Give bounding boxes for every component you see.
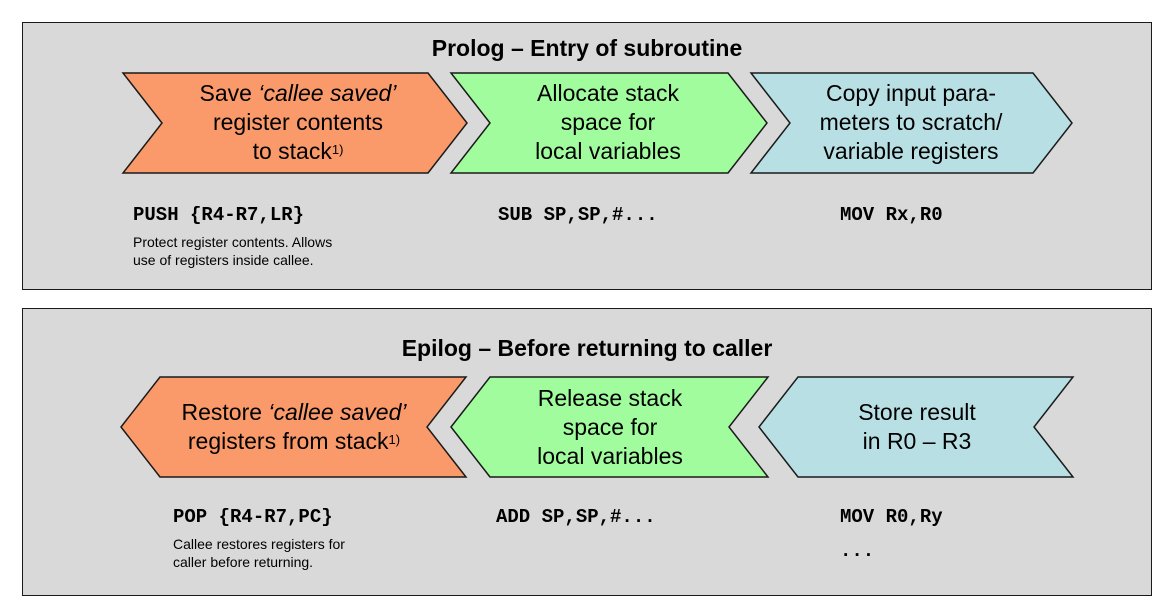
epilog-step-store-label: Store result in R0 – R3 bbox=[801, 398, 1033, 456]
epilog-panel: Epilog – Before returning to caller Rest… bbox=[22, 308, 1152, 596]
epilog-step-release-line3: local variables bbox=[537, 443, 683, 469]
epilog-step-release-line1: Release stack bbox=[537, 385, 683, 411]
prolog-step-allocate-line2: space for bbox=[560, 109, 656, 135]
prolog-step-allocate-label: Allocate stack space for local variables bbox=[493, 79, 723, 166]
epilog-code-ellipsis: ... bbox=[840, 540, 875, 562]
prolog-step-copy-line2: meters to scratch/ bbox=[819, 109, 1003, 135]
epilog-title: Epilog – Before returning to caller bbox=[401, 335, 773, 361]
epilog-step-store-line2: in R0 – R3 bbox=[862, 428, 972, 454]
prolog-step-save-text: Save bbox=[199, 80, 259, 106]
epilog-step-release-line2: space for bbox=[562, 414, 658, 440]
epilog-step-release-label: Release stack space for local variables bbox=[493, 384, 727, 471]
prolog-note: Protect register contents. Allows use of… bbox=[133, 233, 332, 269]
prolog-note-line1: Protect register contents. Allows bbox=[133, 234, 333, 250]
epilog-code-add: ADD SP,SP,#... bbox=[496, 506, 656, 528]
epilog-step-release-arrow bbox=[450, 376, 770, 478]
prolog-step-save-line3: to stack bbox=[252, 138, 332, 164]
prolog-arrows bbox=[121, 72, 1073, 174]
epilog-code-mov: MOV R0,Ry bbox=[840, 506, 943, 528]
prolog-step-save-footnote: 1) bbox=[331, 142, 344, 157]
prolog-title: Prolog – Entry of subroutine bbox=[431, 35, 743, 61]
epilog-arrows bbox=[120, 376, 1075, 478]
epilog-code-pop: POP {R4-R7,PC} bbox=[173, 506, 333, 528]
prolog-step-allocate-line3: local variables bbox=[535, 138, 681, 164]
epilog-step-restore-italic: ‘callee saved’ bbox=[268, 399, 407, 425]
epilog-step-restore-footnote: 1) bbox=[388, 432, 401, 447]
prolog-step-save-italic: ‘callee saved’ bbox=[258, 80, 397, 106]
prolog-step-copy-line3: variable registers bbox=[823, 138, 999, 164]
prolog-code-push: PUSH {R4-R7,LR} bbox=[133, 204, 305, 226]
epilog-step-store-arrow bbox=[758, 376, 1075, 478]
epilog-step-restore-arrow bbox=[120, 376, 468, 478]
epilog-note-line1: Callee restores registers for bbox=[173, 536, 345, 552]
prolog-step-save-label: Save ‘callee saved’ register contents to… bbox=[173, 79, 423, 166]
prolog-step-allocate-line1: Allocate stack bbox=[537, 80, 679, 106]
epilog-step-store-line1: Store result bbox=[858, 399, 976, 425]
prolog-code-sub: SUB SP,SP,#... bbox=[498, 204, 658, 226]
prolog-note-line2: use of registers inside callee. bbox=[133, 252, 314, 268]
epilog-step-restore-text: Restore bbox=[181, 399, 269, 425]
epilog-step-restore-line2: registers from stack bbox=[187, 428, 389, 454]
prolog-step-copy-arrow bbox=[749, 72, 1073, 174]
prolog-step-save-arrow bbox=[121, 72, 468, 174]
prolog-code-mov: MOV Rx,R0 bbox=[840, 204, 943, 226]
epilog-step-restore-label: Restore ‘callee saved’ registers from st… bbox=[163, 398, 425, 456]
prolog-panel: Prolog – Entry of subroutine Save ‘calle… bbox=[22, 22, 1152, 290]
epilog-note: Callee restores registers for caller bef… bbox=[173, 535, 345, 571]
prolog-step-copy-line1: Copy input para- bbox=[825, 80, 997, 106]
epilog-note-line2: caller before returning. bbox=[173, 554, 314, 570]
prolog-step-save-line2: register contents bbox=[212, 109, 384, 135]
prolog-step-allocate-arrow bbox=[449, 72, 768, 174]
prolog-step-copy-label: Copy input para- meters to scratch/ vari… bbox=[791, 79, 1031, 166]
